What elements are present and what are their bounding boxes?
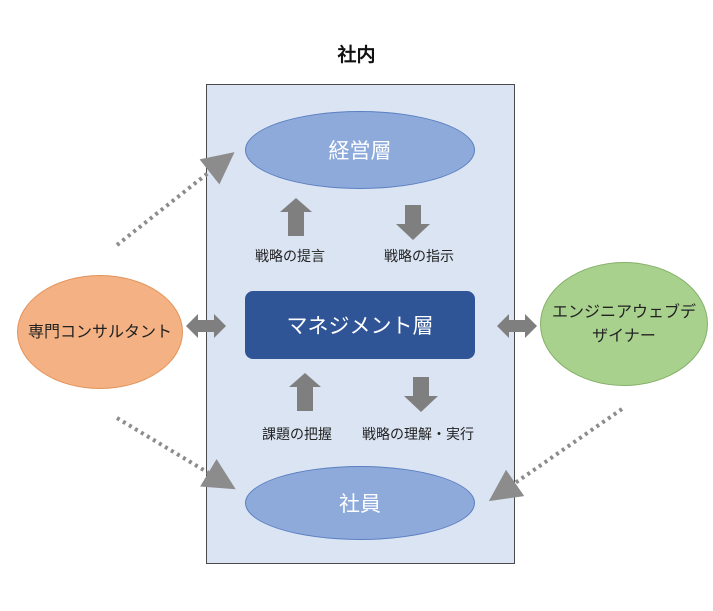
down-arrow-icon (404, 377, 438, 412)
designer-label: エンジニアウェブデザイナー (551, 302, 696, 345)
employees-label: 社員 (339, 492, 381, 516)
down-arrow-icon (396, 205, 430, 240)
management-layer-node: マネジメント層 (245, 291, 475, 359)
strategy-execution-label: 戦略の理解・実行 (362, 427, 474, 443)
dotted-arrow-consultant-to-employees (115, 416, 236, 490)
management-layer-label: マネジメント層 (286, 314, 434, 338)
dotted-arrow-consultant-to-executive (115, 152, 235, 247)
consultant-label: 専門コンサルタント (28, 322, 173, 341)
issue-grasp-label: 課題の把握 (262, 427, 332, 443)
strategy-proposal-label: 戦略の提言 (255, 249, 325, 265)
up-arrow-icon (280, 198, 312, 236)
consultant-node: 専門コンサルタント (17, 275, 183, 389)
designer-node: エンジニアウェブデザイナー (540, 262, 708, 386)
dotted-arrow-designer-to-employees (488, 407, 624, 502)
up-arrow-icon (289, 373, 321, 411)
company-title: 社内 (337, 44, 376, 66)
double-arrow-icon (186, 314, 226, 338)
double-arrow-icon (497, 314, 537, 338)
employees-node: 社員 (245, 466, 475, 540)
executive-layer-label: 経営層 (328, 139, 392, 163)
executive-layer-node: 経営層 (245, 111, 475, 189)
strategy-instruction-label: 戦略の指示 (384, 249, 454, 265)
